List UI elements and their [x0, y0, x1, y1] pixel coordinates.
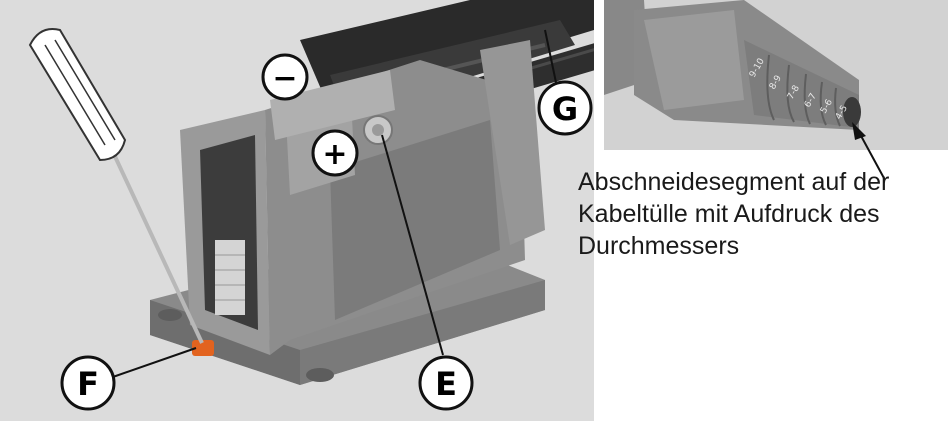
callout-minus: −: [261, 53, 309, 101]
caption-line-2: Kabeltülle mit Aufdruck des: [578, 200, 880, 228]
svg-text:G: G: [552, 90, 578, 128]
svg-text:E: E: [435, 365, 457, 403]
screwdriver: [28, 28, 204, 344]
caption-line-1: Abschneidesegment auf der: [578, 168, 890, 196]
caption-arrow: [852, 122, 886, 181]
cable-grommet-drawing: 9-10 8-9 7-8 6-7 5-6 4-5: [604, 0, 861, 130]
connector-housing-drawing: − + E F G: [28, 0, 594, 411]
leader-line-g: [544, 29, 559, 93]
svg-text:−: −: [272, 61, 297, 96]
callout-e: E: [418, 355, 474, 411]
callout-g: G: [537, 80, 593, 136]
caption-line-3: Durchmessers: [578, 232, 740, 260]
callout-plus: +: [311, 129, 359, 177]
product-illustration-panel: − + E F G: [0, 0, 594, 421]
svg-text:+: +: [322, 137, 347, 172]
leader-line-e: [381, 134, 444, 356]
leader-line-f: [109, 347, 197, 379]
svg-text:F: F: [77, 365, 99, 403]
grommet-caption: Abschneidesegment auf der Kabeltülle mit…: [578, 166, 948, 262]
grommet-closeup-panel: 9-10 8-9 7-8 6-7 5-6 4-5: [604, 0, 948, 150]
grommet-rings: [766, 54, 841, 127]
release-tab: [192, 340, 214, 356]
callout-f: F: [60, 355, 116, 411]
